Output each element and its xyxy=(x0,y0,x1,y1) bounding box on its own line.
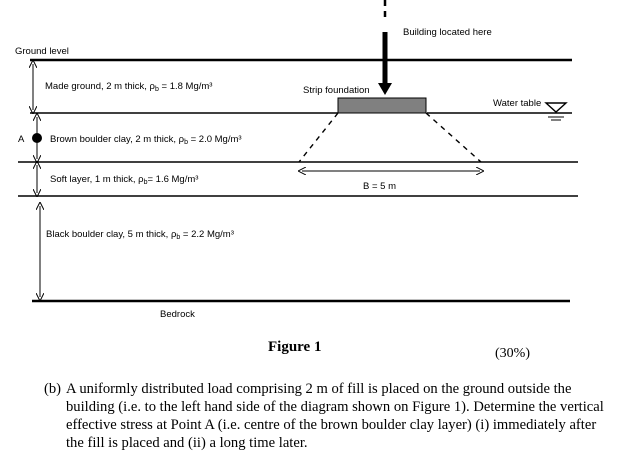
point-a-marker xyxy=(32,133,42,143)
width-label: B = 5 m xyxy=(363,181,396,192)
layer-soft-label: Soft layer, 1 m thick, ρb= 1.6 Mg/m³ xyxy=(50,174,198,186)
soil-profile-figure: A Ground level Made ground, 2 m thick, ρ… xyxy=(15,0,578,361)
layer-brown-clay-label: Brown boulder clay, 2 m thick, ρb = 2.0 … xyxy=(50,134,242,146)
water-table-label: Water table xyxy=(493,98,541,109)
layer-made-ground-label: Made ground, 2 m thick, ρb = 1.8 Mg/m³ xyxy=(45,81,212,93)
building-label: Building located here xyxy=(403,27,492,38)
bedrock-label: Bedrock xyxy=(160,309,195,320)
strip-foundation-label: Strip foundation xyxy=(303,85,370,96)
stress-spread-right xyxy=(425,112,482,163)
marks-label: (30%) xyxy=(495,346,530,361)
question-text: A uniformly distributed load comprising … xyxy=(66,381,604,451)
load-arrow-head xyxy=(378,83,392,95)
stress-spread-left xyxy=(298,112,339,163)
question-b: (b) A uniformly distributed load compris… xyxy=(44,380,604,452)
question-number: (b) xyxy=(44,381,62,397)
layer-black-clay-label: Black boulder clay, 5 m thick, ρb = 2.2 … xyxy=(46,229,234,241)
point-a-label: A xyxy=(18,134,25,145)
figure-caption: Figure 1 xyxy=(268,339,321,355)
strip-foundation xyxy=(337,97,427,114)
ground-level-label: Ground level xyxy=(15,46,69,57)
water-table-symbol xyxy=(544,102,568,113)
